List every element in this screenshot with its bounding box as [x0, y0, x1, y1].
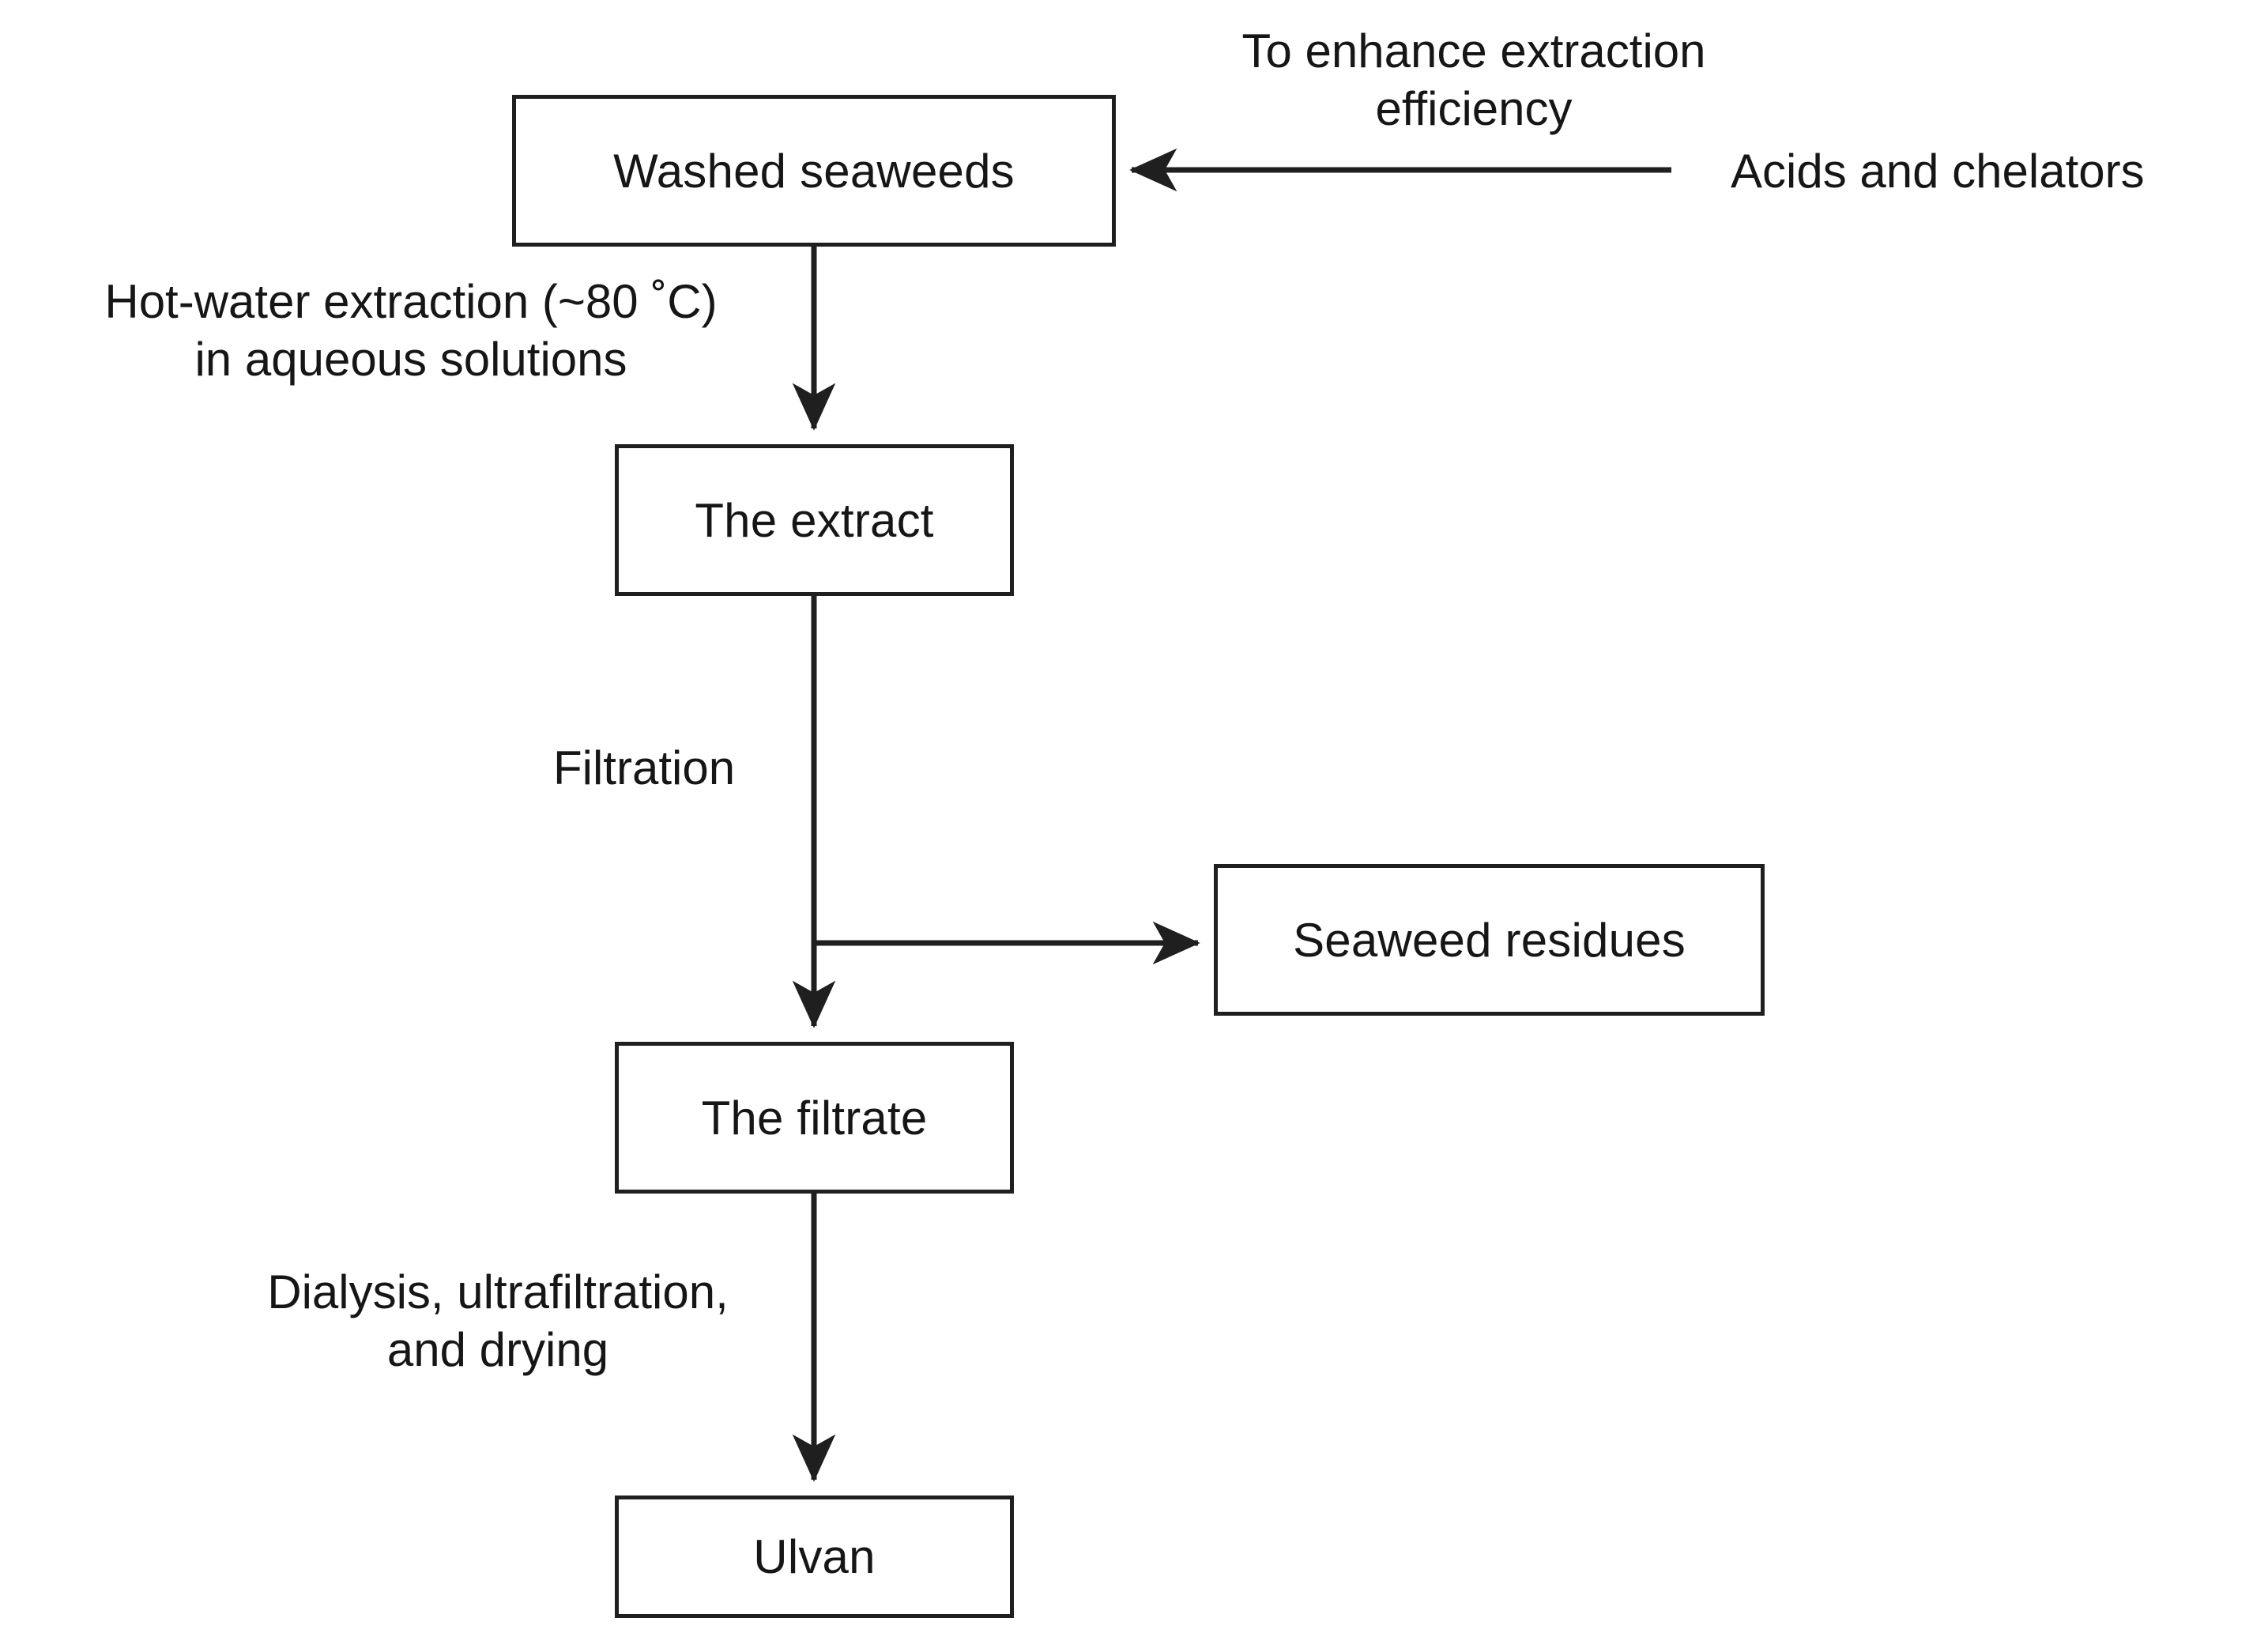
edge-label-enhance-efficiency: To enhance extraction efficiency [1241, 25, 1706, 136]
edge-label-dialysis-drying: Dialysis, ultrafiltration, and drying [267, 1265, 729, 1377]
edge-label-acids-and-chelators: Acids and chelators [1731, 145, 2145, 198]
node-the-filtrate[interactable]: The filtrate [615, 1042, 1014, 1194]
node-seaweed-residues[interactable]: Seaweed residues [1214, 864, 1765, 1016]
node-the-extract[interactable]: The extract [615, 444, 1014, 596]
node-washed-seaweeds[interactable]: Washed seaweeds [512, 95, 1116, 247]
node-ulvan-label: Ulvan [753, 1530, 876, 1583]
node-washed-seaweeds-label: Washed seaweeds [613, 144, 1015, 198]
node-the-filtrate-label: The filtrate [701, 1091, 928, 1145]
node-the-extract-label: The extract [695, 493, 934, 547]
node-seaweed-residues-label: Seaweed residues [1293, 913, 1686, 967]
node-ulvan[interactable]: Ulvan [615, 1495, 1014, 1618]
edge-label-hot-water-extraction: Hot-water extraction (~80 ˚C) in aqueous… [104, 275, 718, 387]
edge-label-filtration: Filtration [553, 741, 736, 794]
